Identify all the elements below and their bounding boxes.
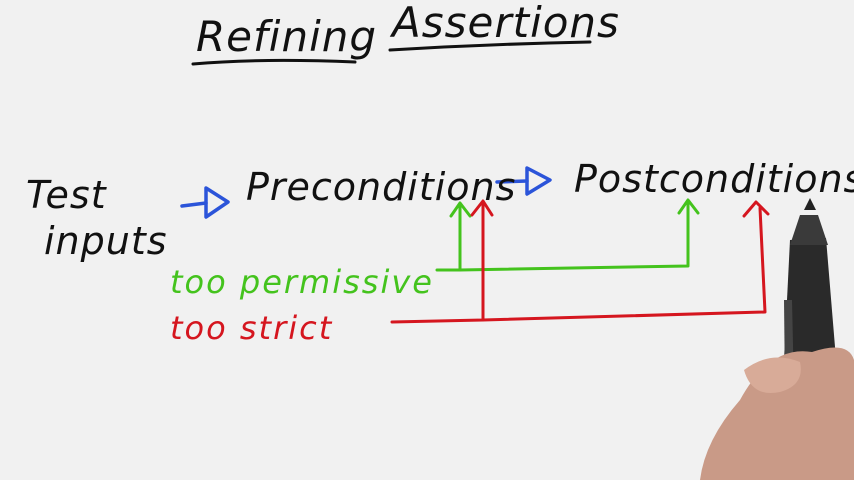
title-underline-refining: [191, 58, 357, 66]
arrow-preconditions-to-postconditions: [495, 166, 552, 196]
title-underline-assertions: [388, 40, 592, 52]
hand-illustration: [700, 347, 854, 480]
title-refining: Refining: [196, 12, 378, 61]
node-postconditions: Postconditions: [574, 157, 854, 201]
arrow-inputs-to-preconditions: [180, 186, 230, 219]
too-permissive-connector: [435, 198, 700, 272]
too-strict-connector: [390, 199, 770, 324]
node-preconditions: Preconditions: [246, 165, 517, 209]
label-too-strict: too strict: [170, 309, 334, 347]
title-assertions: Assertions: [392, 0, 620, 47]
label-too-permissive: too permissive: [170, 263, 434, 301]
node-inputs-label: inputs: [44, 219, 168, 263]
node-test-label: Test: [26, 173, 107, 217]
